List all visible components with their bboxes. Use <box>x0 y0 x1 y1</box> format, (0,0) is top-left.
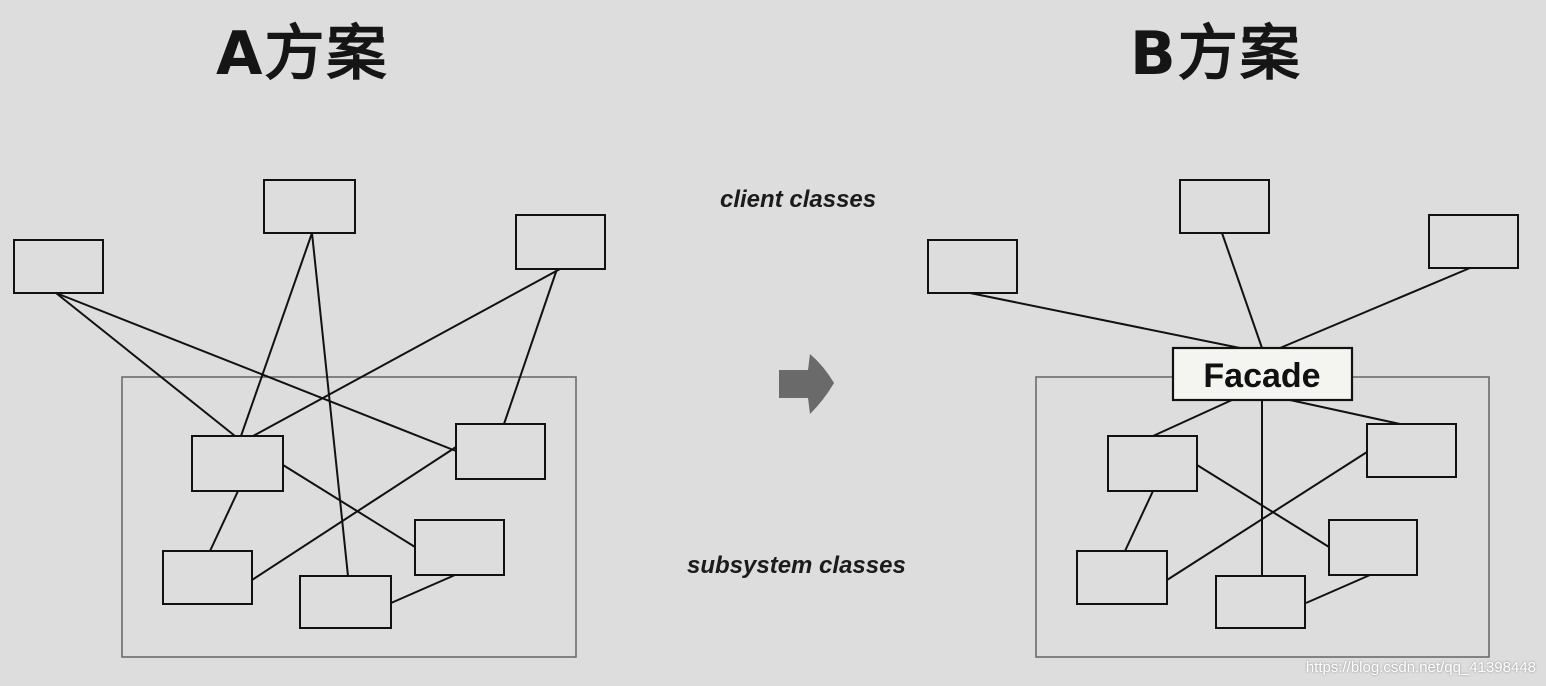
scheme-b-title: B方案 <box>1130 19 1302 89</box>
a-edge <box>251 446 457 581</box>
watermark-text: https://blog.csdn.net/qq_41398448 <box>1305 659 1536 676</box>
a-edge <box>240 232 313 437</box>
a-client-box <box>263 179 356 234</box>
a-edge <box>503 268 558 425</box>
scheme-a-title: A方案 <box>216 19 389 89</box>
b-edge <box>1289 399 1401 425</box>
a-edge <box>209 490 239 552</box>
b-client-box <box>927 239 1018 294</box>
b-edge <box>1196 464 1330 548</box>
a-client-box <box>13 239 104 294</box>
b-edge <box>1152 399 1233 437</box>
a-subsystem-box <box>299 575 392 629</box>
scheme-a-subsystem-frame <box>121 376 577 658</box>
a-subsystem-box <box>455 423 546 480</box>
a-edge <box>311 232 349 577</box>
b-edge <box>969 292 1241 349</box>
b-edge <box>1166 451 1368 581</box>
subsystem-classes-label: subsystem classes <box>687 552 906 579</box>
b-edge <box>1124 490 1154 552</box>
a-edge <box>55 292 236 437</box>
b-edge <box>1279 267 1471 349</box>
b-subsystem-box <box>1107 435 1198 492</box>
b-edge <box>1305 574 1371 604</box>
scheme-a-diagram <box>13 179 606 658</box>
a-edge <box>252 268 561 437</box>
b-subsystem-box <box>1215 575 1306 629</box>
b-subsystem-box <box>1328 519 1418 576</box>
facade-label: Facade <box>1203 357 1320 395</box>
a-client-box <box>515 214 606 270</box>
b-client-box <box>1179 179 1270 234</box>
b-subsystem-box <box>1366 423 1457 478</box>
a-subsystem-box <box>191 435 284 492</box>
client-classes-label: client classes <box>720 186 877 213</box>
a-edge <box>390 574 456 604</box>
b-subsystem-box <box>1076 550 1168 605</box>
a-edge <box>282 464 416 548</box>
a-subsystem-box <box>414 519 505 576</box>
right-arrow-icon <box>779 354 834 414</box>
a-subsystem-box <box>162 550 253 605</box>
b-edge <box>1221 232 1263 349</box>
facade-box <box>1171 346 1354 402</box>
b-client-box <box>1428 214 1519 269</box>
a-edge <box>55 292 457 452</box>
scheme-b-diagram: Facade <box>927 179 1519 658</box>
